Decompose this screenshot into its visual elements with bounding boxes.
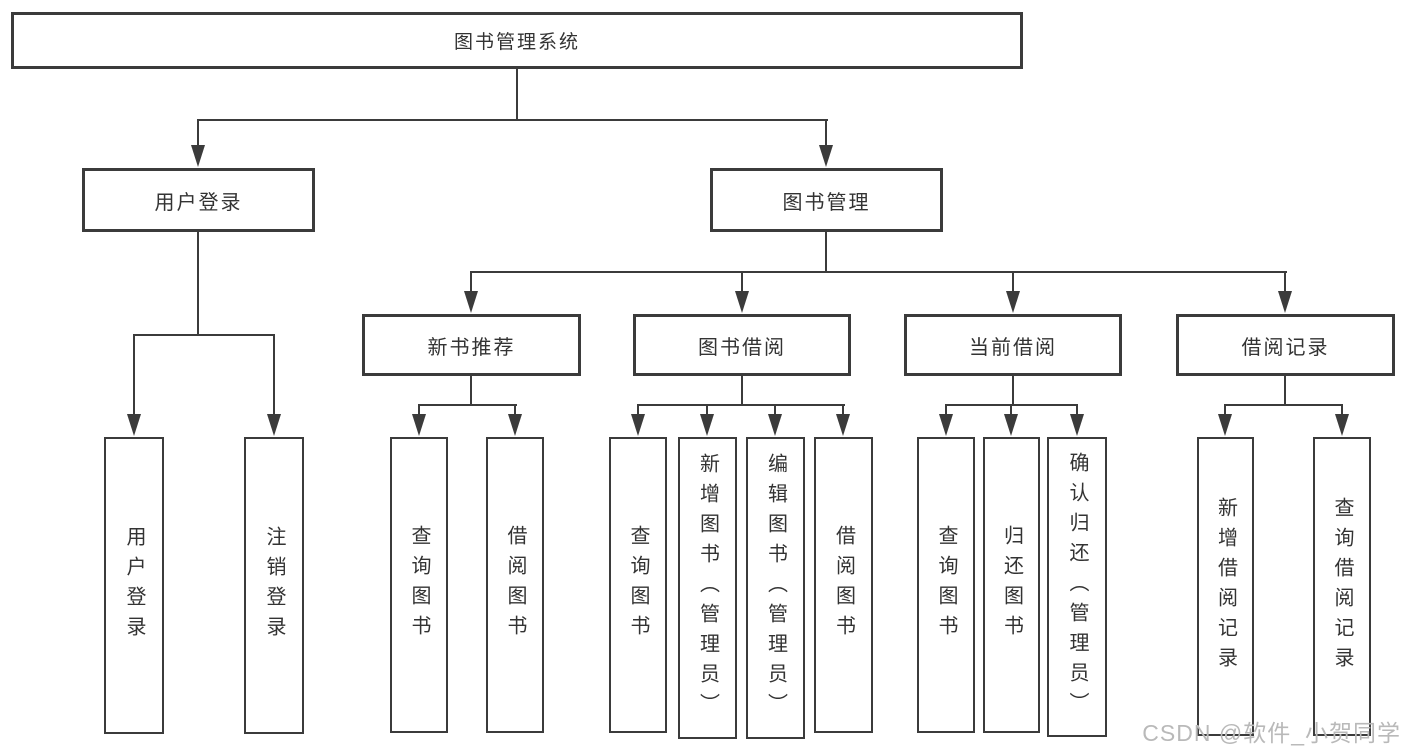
node-borrow-records: 借阅记录 bbox=[1176, 314, 1395, 376]
leaf-query-books-recommend-label: 查询图书 bbox=[408, 525, 430, 645]
leaf-return-book: 归还图书 bbox=[983, 437, 1040, 733]
leaf-user-login: 用户登录 bbox=[104, 437, 164, 734]
node-new-book-recommend: 新书推荐 bbox=[362, 314, 581, 376]
arrow-down-icon bbox=[836, 414, 850, 436]
connector-line bbox=[1284, 271, 1286, 293]
leaf-query-books-current-label: 查询图书 bbox=[935, 525, 957, 645]
arrow-down-icon bbox=[735, 291, 749, 313]
connector-line bbox=[637, 404, 845, 406]
arrow-down-icon bbox=[1006, 291, 1020, 313]
node-user-login-label: 用户登录 bbox=[154, 191, 243, 214]
connector-line bbox=[470, 271, 472, 293]
connector-line bbox=[741, 271, 743, 293]
connector-line bbox=[418, 404, 420, 416]
leaf-return-book-label: 归还图书 bbox=[1000, 525, 1023, 645]
connector-line bbox=[825, 232, 827, 273]
connector-line bbox=[273, 334, 275, 416]
connector-line bbox=[470, 376, 472, 406]
node-root-label: 图书管理系统 bbox=[453, 32, 580, 53]
arrow-down-icon bbox=[1070, 414, 1084, 436]
connector-line bbox=[133, 334, 275, 336]
leaf-logout-login-label: 注销登录 bbox=[263, 525, 285, 646]
leaf-logout-login: 注销登录 bbox=[244, 437, 304, 734]
connector-line bbox=[1284, 376, 1286, 406]
leaf-add-book-admin-label: 新增图书（管理员） bbox=[696, 453, 719, 723]
leaf-confirm-return-admin: 确认归还（管理员） bbox=[1047, 437, 1107, 737]
connector-line bbox=[418, 404, 517, 406]
arrow-down-icon bbox=[819, 145, 833, 167]
connector-line bbox=[741, 376, 743, 406]
arrow-down-icon bbox=[127, 414, 141, 436]
arrow-down-icon bbox=[1218, 414, 1232, 436]
node-book-borrow-label: 图书借阅 bbox=[698, 336, 786, 359]
leaf-borrow-books-recommend-label: 借阅图书 bbox=[504, 525, 526, 645]
leaf-query-books-borrow: 查询图书 bbox=[609, 437, 667, 733]
connector-line bbox=[825, 119, 827, 147]
connector-line bbox=[516, 69, 518, 121]
connector-line bbox=[133, 334, 135, 416]
arrow-down-icon bbox=[631, 414, 645, 436]
leaf-edit-book-admin-label: 编辑图书（管理员） bbox=[764, 453, 787, 723]
node-book-management: 图书管理 bbox=[710, 168, 943, 232]
connector-line bbox=[1341, 404, 1343, 416]
arrow-down-icon bbox=[508, 414, 522, 436]
connector-line bbox=[706, 404, 708, 416]
leaf-query-books-recommend: 查询图书 bbox=[390, 437, 448, 733]
connector-line bbox=[1010, 404, 1012, 416]
connector-line bbox=[842, 404, 844, 416]
arrow-down-icon bbox=[700, 414, 714, 436]
arrow-down-icon bbox=[1278, 291, 1292, 313]
watermark: CSDN @软件_小贺同学 bbox=[1142, 720, 1401, 746]
leaf-borrow-books-borrow-label: 借阅图书 bbox=[832, 525, 855, 645]
leaf-user-login-label: 用户登录 bbox=[123, 525, 145, 646]
leaf-borrow-books-recommend: 借阅图书 bbox=[486, 437, 544, 733]
connector-line bbox=[470, 271, 1287, 273]
arrow-down-icon bbox=[412, 414, 426, 436]
arrow-down-icon bbox=[768, 414, 782, 436]
arrow-down-icon bbox=[267, 414, 281, 436]
leaf-confirm-return-admin-label: 确认归还（管理员） bbox=[1066, 452, 1088, 722]
arrow-down-icon bbox=[1004, 414, 1018, 436]
node-book-borrow: 图书借阅 bbox=[633, 314, 851, 376]
leaf-query-books-borrow-label: 查询图书 bbox=[627, 525, 649, 645]
node-borrow-records-label: 借阅记录 bbox=[1241, 336, 1330, 359]
node-new-book-recommend-label: 新书推荐 bbox=[427, 336, 516, 359]
arrow-down-icon bbox=[1335, 414, 1349, 436]
leaf-query-borrow-record-label: 查询借阅记录 bbox=[1331, 496, 1353, 677]
connector-line bbox=[197, 119, 199, 147]
connector-line bbox=[637, 404, 639, 416]
leaf-add-borrow-record-label: 新增借阅记录 bbox=[1214, 496, 1237, 677]
connector-line bbox=[197, 232, 199, 336]
leaf-edit-book-admin: 编辑图书（管理员） bbox=[746, 437, 805, 739]
node-user-login: 用户登录 bbox=[82, 168, 315, 232]
connector-line bbox=[1076, 404, 1078, 416]
leaf-add-book-admin: 新增图书（管理员） bbox=[678, 437, 737, 739]
connector-line bbox=[1224, 404, 1226, 416]
connector-line bbox=[774, 404, 776, 416]
arrow-down-icon bbox=[464, 291, 478, 313]
connector-line bbox=[1224, 404, 1343, 406]
connector-line bbox=[1012, 271, 1014, 293]
node-book-management-label: 图书管理 bbox=[782, 191, 871, 214]
arrow-down-icon bbox=[191, 145, 205, 167]
node-current-borrow: 当前借阅 bbox=[904, 314, 1122, 376]
connector-line bbox=[945, 404, 947, 416]
connector-line bbox=[514, 404, 516, 416]
leaf-query-borrow-record: 查询借阅记录 bbox=[1313, 437, 1371, 736]
connector-line bbox=[1012, 376, 1014, 406]
leaf-borrow-books-borrow: 借阅图书 bbox=[814, 437, 873, 733]
leaf-query-books-current: 查询图书 bbox=[917, 437, 975, 733]
node-root-system: 图书管理系统 bbox=[11, 12, 1023, 69]
arrow-down-icon bbox=[939, 414, 953, 436]
node-current-borrow-label: 当前借阅 bbox=[969, 336, 1057, 359]
leaf-add-borrow-record: 新增借阅记录 bbox=[1197, 437, 1254, 736]
connector-line bbox=[197, 119, 828, 121]
